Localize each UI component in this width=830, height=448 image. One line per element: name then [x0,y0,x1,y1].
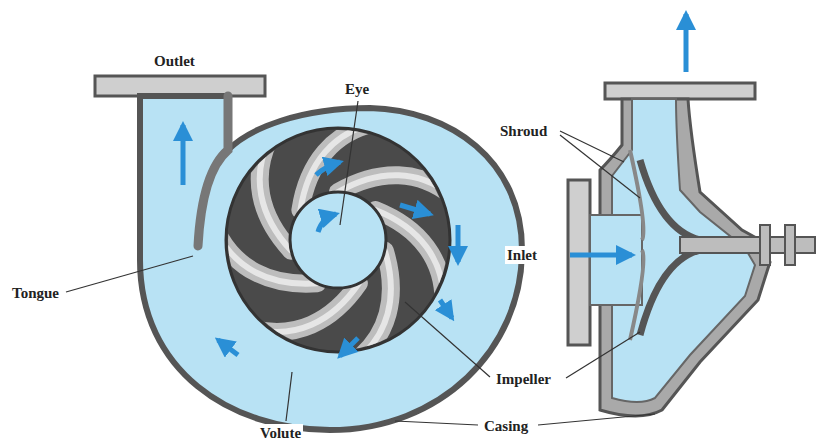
impeller-vanes [207,110,460,365]
outlet-flow-arrow [684,14,689,72]
inlet-flange [568,180,590,345]
part-label: Eye [343,80,371,98]
part-label: Casing [482,417,530,435]
tongue-wall [198,96,228,246]
shroud-back [630,250,644,340]
part-label: Outlet [152,52,197,70]
part-label: Volute [258,424,303,442]
part-label: Impeller [494,370,553,388]
outlet-flange-side [605,83,755,99]
coupling [785,225,795,265]
part-label: Shroud [498,122,549,140]
flow-arrows [183,125,458,356]
volute-casing [140,96,522,430]
leader-lines [66,101,655,425]
coupling [760,225,770,265]
inlet-flow-arrow [570,253,632,258]
part-label: Tongue [10,284,61,302]
inlet-pipe [590,215,642,305]
impeller-eye [290,192,386,288]
part-label: Inlet [505,246,539,264]
